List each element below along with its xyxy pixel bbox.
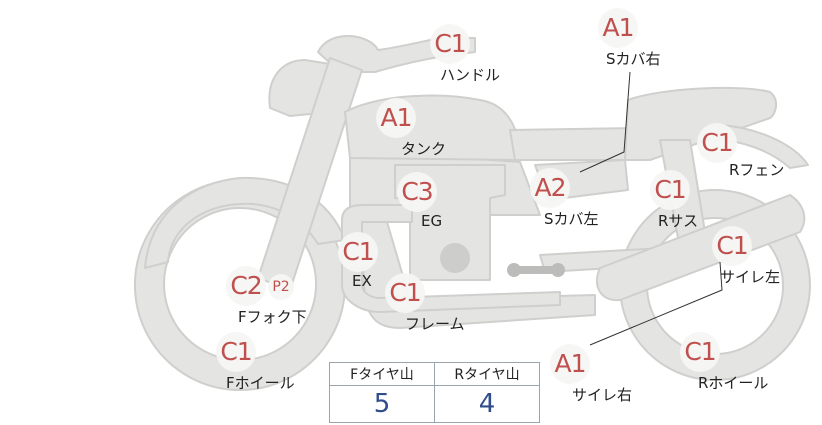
part-label: Rサス xyxy=(658,212,699,230)
part-label: サイレ左 xyxy=(720,268,781,286)
part-label: Sカバ右 xyxy=(606,50,661,68)
tire-tread-table: Fタイヤ山 Rタイヤ山 5 4 xyxy=(329,362,540,423)
part-f-wheel[interactable]: C1 Fホイール xyxy=(216,332,295,393)
part-label: Rフェン xyxy=(729,161,785,179)
leader-silencer-l xyxy=(589,261,723,346)
part-r-wheel[interactable]: C1 Rホイール xyxy=(680,332,768,393)
grade-badge: A1 xyxy=(376,98,416,138)
grade-badge: C3 xyxy=(397,172,437,212)
part-r-fender[interactable]: C1 Rフェン xyxy=(697,123,784,180)
seat-base-shape xyxy=(509,127,641,161)
rear-tread-header: Rタイヤ山 xyxy=(434,362,540,386)
part-label: タンク xyxy=(401,140,447,158)
rear-tread-value: 4 xyxy=(434,385,540,423)
grade-badge: C2 xyxy=(226,266,266,306)
grade-badge: C1 xyxy=(680,332,720,372)
silencer-shape xyxy=(595,194,806,302)
exhaust-header-shape xyxy=(341,204,561,313)
grade-badge: C1 xyxy=(338,232,378,272)
grade-badge: C1 xyxy=(430,24,470,64)
part-side-cover-l[interactable]: A2 Sカバ左 xyxy=(530,168,599,229)
part-label: Fホイール xyxy=(226,374,295,392)
grade-badge: A1 xyxy=(550,344,590,384)
grade-badge: A1 xyxy=(598,8,638,48)
grade-badge: C1 xyxy=(650,170,690,210)
part-tank[interactable]: A1 タンク xyxy=(376,98,446,159)
grade-badge: C1 xyxy=(385,273,425,313)
part-label: Sカバ左 xyxy=(544,210,599,228)
secondary-grade-badge: P2 xyxy=(268,274,294,300)
part-exhaust[interactable]: C1 EX xyxy=(338,232,378,290)
part-label: Fフォク下 xyxy=(238,308,307,326)
part-f-fork[interactable]: C2 P2 Fフォク下 xyxy=(226,266,307,327)
part-label: Rホイール xyxy=(698,374,769,392)
part-label: EG xyxy=(421,212,443,230)
part-label: フレーム xyxy=(405,315,465,333)
part-engine[interactable]: C3 EG xyxy=(397,172,442,230)
part-r-suspension[interactable]: C1 Rサス xyxy=(650,170,698,231)
part-silencer-r[interactable]: A1 サイレ右 xyxy=(550,344,632,405)
front-tread-value: 5 xyxy=(329,385,435,423)
part-label: サイレ右 xyxy=(572,386,633,404)
part-side-cover-r[interactable]: A1 Sカバ右 xyxy=(598,8,661,69)
part-label: ハンドル xyxy=(440,66,501,84)
part-label: EX xyxy=(352,272,372,290)
grade-badge: C1 xyxy=(712,226,752,266)
part-silencer-l[interactable]: C1 サイレ左 xyxy=(712,226,780,287)
part-handle[interactable]: C1 ハンドル xyxy=(430,24,500,85)
grade-badge: C1 xyxy=(697,123,737,163)
part-frame[interactable]: C1 フレーム xyxy=(385,273,465,334)
leader-side-cover-r xyxy=(579,71,631,173)
grade-badge: C1 xyxy=(216,332,256,372)
front-tread-header: Fタイヤ山 xyxy=(329,362,435,386)
grade-badge: A2 xyxy=(530,168,570,208)
